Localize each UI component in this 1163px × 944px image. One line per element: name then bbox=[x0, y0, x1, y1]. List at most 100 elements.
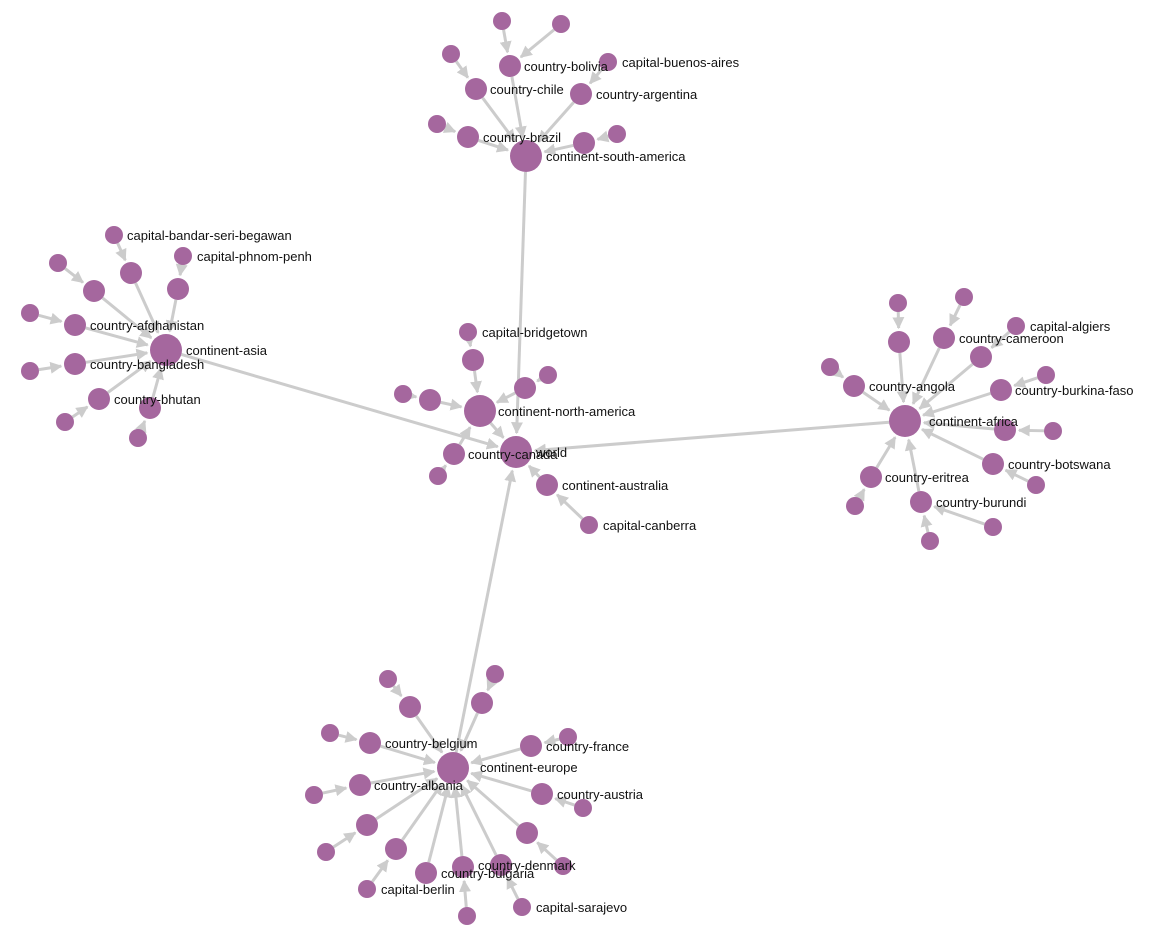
node-eu-mid-6[interactable] bbox=[415, 862, 437, 884]
node-eu-mid-2[interactable] bbox=[471, 692, 493, 714]
node-na-leaf-3[interactable] bbox=[429, 467, 447, 485]
node-af-mid-1[interactable] bbox=[888, 331, 910, 353]
node-eu-leaf-2[interactable] bbox=[486, 665, 504, 683]
node-af-leaf-9[interactable] bbox=[984, 518, 1002, 536]
node-eu-leaf-5[interactable] bbox=[317, 843, 335, 861]
node-af-mid-2[interactable] bbox=[970, 346, 992, 368]
node-af-leaf-5[interactable] bbox=[1044, 422, 1062, 440]
node-continent-south-america[interactable] bbox=[510, 140, 542, 172]
node-asia-mid-4[interactable] bbox=[139, 397, 161, 419]
node-eu-leaf-6[interactable] bbox=[458, 907, 476, 925]
node-country-bolivia[interactable] bbox=[499, 55, 521, 77]
node-capital-canberra[interactable] bbox=[580, 516, 598, 534]
node-eu-mid-5[interactable] bbox=[516, 822, 538, 844]
node-capital-bandar-seri-begawan[interactable] bbox=[105, 226, 123, 244]
node-asia-mid-1[interactable] bbox=[83, 280, 105, 302]
node-country-albania[interactable] bbox=[349, 774, 371, 796]
node-eu-leaf-4[interactable] bbox=[305, 786, 323, 804]
node-capital-algiers[interactable] bbox=[1007, 317, 1025, 335]
edge-continent-north-america-to-world bbox=[489, 422, 505, 439]
node-asia-leaf-4[interactable] bbox=[56, 413, 74, 431]
edge-eu-leaf-8-to-country-france bbox=[543, 734, 560, 746]
node-na-leaf-1[interactable] bbox=[539, 366, 557, 384]
node-country-afghanistan[interactable] bbox=[64, 314, 86, 336]
node-country-burundi[interactable] bbox=[910, 491, 932, 513]
node-country-burkina-faso[interactable] bbox=[990, 379, 1012, 401]
node-label-continent-asia: continent-asia bbox=[186, 343, 268, 358]
node-sa-mid-1[interactable] bbox=[573, 132, 595, 154]
node-capital-buenos-aires[interactable] bbox=[599, 53, 617, 71]
node-af-leaf-3[interactable] bbox=[821, 358, 839, 376]
node-eu-leaf-1[interactable] bbox=[379, 670, 397, 688]
node-continent-africa[interactable] bbox=[889, 405, 921, 437]
node-label-country-angola: country-angola bbox=[869, 379, 956, 394]
node-na-mid-3[interactable] bbox=[419, 389, 441, 411]
node-country-belgium[interactable] bbox=[359, 732, 381, 754]
node-sa-leaf-1[interactable] bbox=[493, 12, 511, 30]
node-asia-leaf-1[interactable] bbox=[49, 254, 67, 272]
node-country-bhutan[interactable] bbox=[88, 388, 110, 410]
node-capital-berlin[interactable] bbox=[358, 880, 376, 898]
node-label-country-brazil: country-brazil bbox=[483, 130, 561, 145]
node-country-eritrea[interactable] bbox=[860, 466, 882, 488]
node-asia-leaf-2[interactable] bbox=[21, 304, 39, 322]
node-country-canada[interactable] bbox=[443, 443, 465, 465]
edge-capital-berlin-to-eu-mid-4 bbox=[371, 859, 389, 883]
node-country-botswana[interactable] bbox=[982, 453, 1004, 475]
edge-asia-mid-2-to-continent-asia bbox=[134, 282, 160, 334]
node-asia-leaf-3[interactable] bbox=[21, 362, 39, 380]
node-sa-leaf-5[interactable] bbox=[608, 125, 626, 143]
node-country-cameroon[interactable] bbox=[933, 327, 955, 349]
edge-country-cameroon-to-continent-africa bbox=[911, 347, 941, 405]
node-eu-leaf-3[interactable] bbox=[321, 724, 339, 742]
node-eu-leaf-8[interactable] bbox=[559, 728, 577, 746]
node-country-argentina[interactable] bbox=[570, 83, 592, 105]
node-continent-asia[interactable] bbox=[150, 334, 182, 366]
node-sa-leaf-3[interactable] bbox=[442, 45, 460, 63]
node-af-mid-3[interactable] bbox=[994, 419, 1016, 441]
node-af-leaf-2[interactable] bbox=[955, 288, 973, 306]
node-eu-mid-3[interactable] bbox=[356, 814, 378, 836]
node-label-country-austria: country-austria bbox=[557, 787, 644, 802]
node-country-denmark[interactable] bbox=[490, 854, 512, 876]
node-capital-sarajevo[interactable] bbox=[513, 898, 531, 916]
node-af-leaf-6[interactable] bbox=[1027, 476, 1045, 494]
node-af-leaf-8[interactable] bbox=[921, 532, 939, 550]
node-country-austria[interactable] bbox=[531, 783, 553, 805]
node-asia-mid-3[interactable] bbox=[167, 278, 189, 300]
node-eu-leaf-7[interactable] bbox=[554, 857, 572, 875]
node-country-chile[interactable] bbox=[465, 78, 487, 100]
edge-af-mid-2-to-continent-africa bbox=[918, 362, 974, 410]
node-asia-mid-2[interactable] bbox=[120, 262, 142, 284]
node-eu-mid-1[interactable] bbox=[399, 696, 421, 718]
node-continent-europe[interactable] bbox=[437, 752, 469, 784]
node-label-capital-berlin: capital-berlin bbox=[381, 882, 455, 897]
node-af-leaf-1[interactable] bbox=[889, 294, 907, 312]
node-continent-australia[interactable] bbox=[536, 474, 558, 496]
node-sa-leaf-4[interactable] bbox=[428, 115, 446, 133]
node-na-mid-2[interactable] bbox=[514, 377, 536, 399]
edge-af-mid-1-to-continent-africa bbox=[896, 352, 909, 404]
node-af-leaf-7[interactable] bbox=[846, 497, 864, 515]
node-country-bulgaria[interactable] bbox=[452, 856, 474, 878]
edge-eu-mid-1-to-continent-europe bbox=[415, 715, 444, 754]
node-world[interactable] bbox=[500, 436, 532, 468]
node-continent-north-america[interactable] bbox=[464, 395, 496, 427]
edge-asia-leaf-4-to-country-bhutan bbox=[71, 405, 89, 419]
node-sa-leaf-2[interactable] bbox=[552, 15, 570, 33]
node-country-france[interactable] bbox=[520, 735, 542, 757]
node-country-bangladesh[interactable] bbox=[64, 353, 86, 375]
node-capital-phnom-penh[interactable] bbox=[174, 247, 192, 265]
node-na-leaf-2[interactable] bbox=[394, 385, 412, 403]
edge-layer bbox=[38, 28, 1045, 908]
node-country-angola[interactable] bbox=[843, 375, 865, 397]
edge-asia-mid-3-to-continent-asia bbox=[165, 299, 178, 333]
node-capital-bridgetown[interactable] bbox=[459, 323, 477, 341]
node-af-leaf-4[interactable] bbox=[1037, 366, 1055, 384]
node-asia-leaf-5[interactable] bbox=[129, 429, 147, 447]
node-na-mid-1[interactable] bbox=[462, 349, 484, 371]
node-eu-leaf-9[interactable] bbox=[574, 799, 592, 817]
node-country-brazil[interactable] bbox=[457, 126, 479, 148]
node-eu-mid-4[interactable] bbox=[385, 838, 407, 860]
edge-asia-leaf-1-to-asia-mid-1 bbox=[64, 267, 84, 284]
